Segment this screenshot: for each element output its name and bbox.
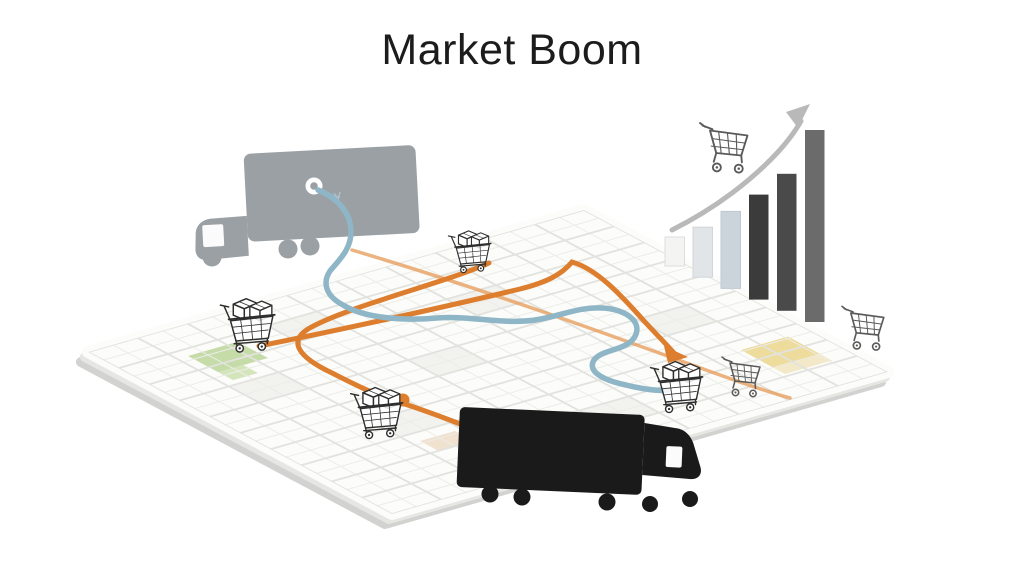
chart-bar	[749, 194, 769, 300]
growth-bar-chart	[664, 104, 825, 322]
gray-truck-window	[202, 224, 225, 248]
route-blue	[315, 187, 672, 394]
chart-bar	[805, 130, 825, 322]
map-patch-green	[188, 341, 268, 373]
black-delivery-truck-icon	[456, 407, 701, 512]
gray-delivery-truck-icon	[195, 145, 420, 267]
growth-arrow-head	[786, 104, 810, 128]
chart-bar	[692, 226, 713, 278]
empty-shopping-cart-icon	[841, 305, 885, 351]
growth-arrow-icon	[669, 118, 804, 233]
chart-bar	[664, 236, 685, 267]
bar-chart-bars	[664, 130, 825, 322]
route-orange-south	[295, 260, 515, 447]
route-orange-main	[256, 259, 677, 356]
city-map	[76, 204, 894, 529]
map-patch-yellow-light	[774, 354, 832, 374]
route-start-marker-hub	[310, 182, 318, 190]
empty-shopping-cart-icon	[699, 122, 749, 174]
page-title: Market Boom	[381, 26, 643, 74]
chart-bar	[777, 173, 797, 311]
chart-bar	[720, 210, 741, 289]
route-arrowhead	[664, 346, 688, 363]
black-truck-window	[665, 446, 683, 468]
